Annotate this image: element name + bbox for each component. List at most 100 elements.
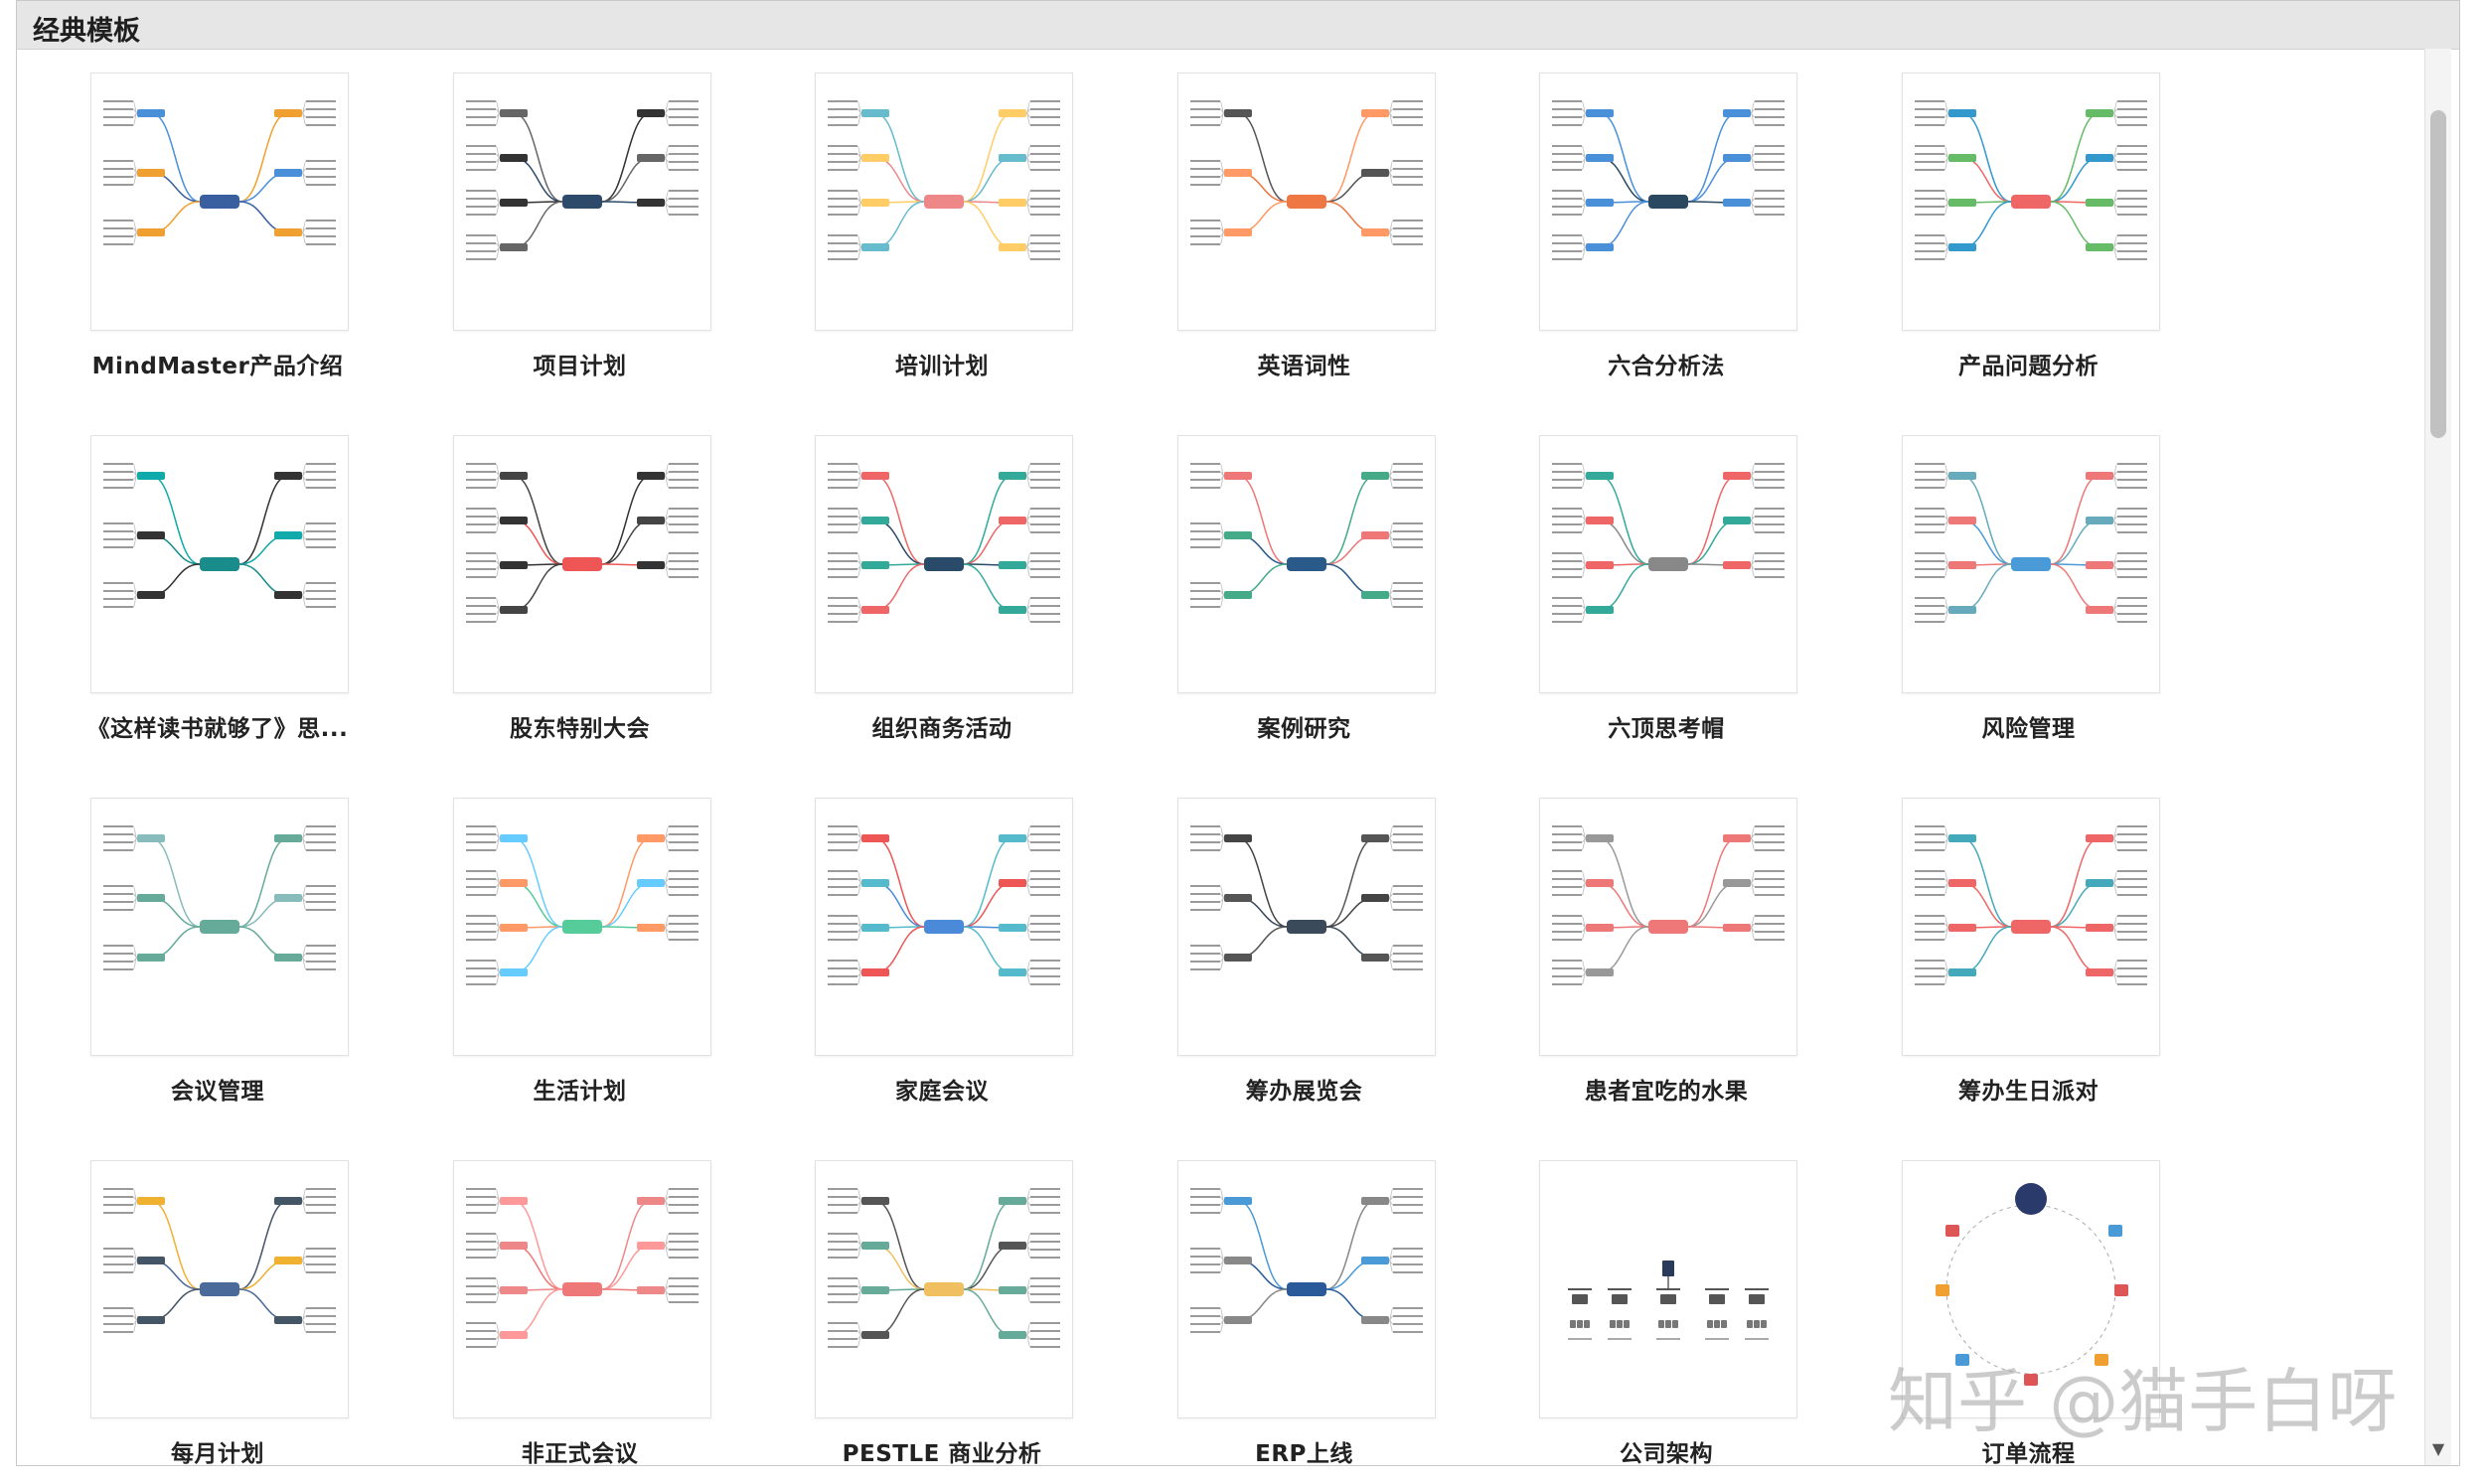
- mindmap-preview-icon: [103, 1188, 336, 1333]
- mindmap-preview-icon: [1189, 100, 1423, 245]
- template-card[interactable]: 培训计划: [775, 73, 1073, 410]
- template-label[interactable]: 英语词性: [1257, 354, 1351, 379]
- template-thumbnail[interactable]: [452, 435, 711, 693]
- template-thumbnail[interactable]: [1901, 73, 2160, 331]
- template-card[interactable]: PESTLE 商业分析: [775, 1160, 1073, 1465]
- template-label[interactable]: 组织商务活动: [871, 716, 1012, 742]
- section-title: 经典模板: [33, 16, 140, 47]
- template-label[interactable]: 会议管理: [171, 1079, 264, 1105]
- template-label[interactable]: 风险管理: [1981, 716, 2076, 742]
- template-thumbnail[interactable]: [452, 798, 711, 1056]
- template-label[interactable]: 家庭会议: [895, 1079, 989, 1105]
- template-thumbnail[interactable]: [1176, 798, 1436, 1056]
- template-thumbnail[interactable]: [1176, 73, 1436, 331]
- template-card[interactable]: 英语词性: [1138, 73, 1436, 410]
- template-thumbnail[interactable]: [815, 798, 1073, 1056]
- template-card[interactable]: 案例研究: [1138, 435, 1436, 773]
- template-thumbnail[interactable]: [1901, 1160, 2160, 1418]
- template-thumbnail[interactable]: [90, 435, 349, 693]
- template-thumbnail[interactable]: [815, 1160, 1073, 1418]
- template-label[interactable]: 非正式会议: [521, 1441, 639, 1466]
- template-label[interactable]: 培训计划: [895, 354, 989, 379]
- template-card[interactable]: 每月计划: [51, 1160, 349, 1465]
- template-card[interactable]: 非正式会议: [413, 1160, 711, 1465]
- mindmap-preview-icon: [465, 825, 699, 985]
- template-thumbnail[interactable]: [1176, 1160, 1436, 1418]
- template-label[interactable]: 案例研究: [1257, 716, 1351, 742]
- mindmap-preview-icon: [1189, 825, 1423, 970]
- template-thumbnail[interactable]: [452, 73, 711, 331]
- template-card[interactable]: 项目计划: [413, 73, 711, 410]
- mindmap-preview-icon: [465, 100, 699, 260]
- scroll-down-arrow-icon[interactable]: ▼: [2431, 1439, 2445, 1458]
- mindmap-preview-icon: [1914, 825, 2147, 985]
- template-label[interactable]: 筹办生日派对: [1958, 1079, 2099, 1105]
- template-label[interactable]: MindMaster产品介绍: [91, 354, 344, 379]
- mindmap-preview-icon: [1552, 825, 1785, 985]
- template-card[interactable]: 家庭会议: [775, 798, 1073, 1135]
- template-card[interactable]: 订单流程: [1862, 1160, 2160, 1465]
- template-card[interactable]: 生活计划: [413, 798, 711, 1135]
- template-label[interactable]: 患者宜吃的水果: [1584, 1079, 1749, 1105]
- template-card[interactable]: ERP上线: [1138, 1160, 1436, 1465]
- mindmap-preview-icon: [465, 1188, 699, 1348]
- mindmap-preview-icon: [1914, 463, 2147, 623]
- template-card[interactable]: 《这样读书就够了》思...: [51, 435, 349, 773]
- template-grid: MindMaster产品介绍 项目计划 培训计划 英语词性 六合分析法 产品问题分析《这样…: [17, 1, 2441, 1465]
- template-label[interactable]: 产品问题分析: [1958, 354, 2099, 379]
- template-label[interactable]: 项目计划: [533, 354, 627, 379]
- template-thumbnail[interactable]: [90, 1160, 349, 1418]
- template-card[interactable]: 六合分析法: [1499, 73, 1797, 410]
- template-label[interactable]: 生活计划: [533, 1079, 627, 1105]
- mindmap-preview-icon: [103, 825, 336, 970]
- template-label[interactable]: 筹办展览会: [1245, 1079, 1363, 1105]
- template-thumbnail[interactable]: [90, 73, 349, 331]
- template-thumbnail[interactable]: [1539, 798, 1797, 1056]
- template-thumbnail[interactable]: [1539, 435, 1797, 693]
- template-card[interactable]: MindMaster产品介绍: [51, 73, 349, 410]
- template-card[interactable]: 患者宜吃的水果: [1499, 798, 1797, 1135]
- template-card[interactable]: 筹办展览会: [1138, 798, 1436, 1135]
- template-thumbnail[interactable]: [1539, 73, 1797, 331]
- section-header: 经典模板: [17, 1, 2459, 50]
- template-thumbnail[interactable]: [1901, 798, 2160, 1056]
- template-thumbnail[interactable]: [90, 798, 349, 1056]
- watermark: 知乎 @猫手白呀: [1888, 1361, 2398, 1442]
- template-thumbnail[interactable]: [1539, 1160, 1797, 1418]
- template-label[interactable]: 订单流程: [1981, 1441, 2076, 1466]
- mindmap-preview-icon: [1935, 1183, 2128, 1386]
- template-card[interactable]: 风险管理: [1862, 435, 2160, 773]
- template-label[interactable]: PESTLE 商业分析: [842, 1441, 1042, 1466]
- mindmap-preview-icon: [828, 825, 1060, 985]
- template-thumbnail[interactable]: [1176, 435, 1436, 693]
- template-label[interactable]: 每月计划: [171, 1441, 264, 1466]
- template-card[interactable]: 组织商务活动: [775, 435, 1073, 773]
- template-card[interactable]: 产品问题分析: [1862, 73, 2160, 410]
- template-card[interactable]: 股东特别大会: [413, 435, 711, 773]
- template-card[interactable]: 公司架构: [1499, 1160, 1797, 1465]
- template-card[interactable]: 筹办生日派对: [1862, 798, 2160, 1135]
- template-card[interactable]: 六顶思考帽: [1499, 435, 1797, 773]
- mindmap-preview-icon: [828, 463, 1060, 623]
- mindmap-preview-icon: [828, 100, 1060, 260]
- template-thumbnail[interactable]: [815, 73, 1073, 331]
- mindmap-preview-icon: [1568, 1261, 1769, 1340]
- mindmap-preview-icon: [1552, 100, 1785, 260]
- template-card[interactable]: 会议管理: [51, 798, 349, 1135]
- template-label[interactable]: 六合分析法: [1608, 354, 1725, 379]
- mindmap-preview-icon: [1189, 463, 1423, 608]
- template-thumbnail[interactable]: [1901, 435, 2160, 693]
- vertical-scrollbar[interactable]: ▼: [2424, 49, 2451, 1465]
- template-label[interactable]: 股东特别大会: [510, 716, 650, 742]
- template-thumbnail[interactable]: [452, 1160, 711, 1418]
- template-label[interactable]: 公司架构: [1620, 1441, 1713, 1466]
- mindmap-preview-icon: [465, 463, 699, 623]
- template-label[interactable]: 六顶思考帽: [1608, 716, 1725, 742]
- mindmap-preview-icon: [1914, 100, 2147, 260]
- template-label[interactable]: ERP上线: [1255, 1441, 1353, 1466]
- mindmap-preview-icon: [103, 463, 336, 608]
- scrollbar-thumb[interactable]: [2430, 110, 2446, 438]
- template-thumbnail[interactable]: [815, 435, 1073, 693]
- mindmap-preview-icon: [828, 1188, 1060, 1348]
- template-label[interactable]: 《这样读书就够了》思...: [86, 716, 349, 742]
